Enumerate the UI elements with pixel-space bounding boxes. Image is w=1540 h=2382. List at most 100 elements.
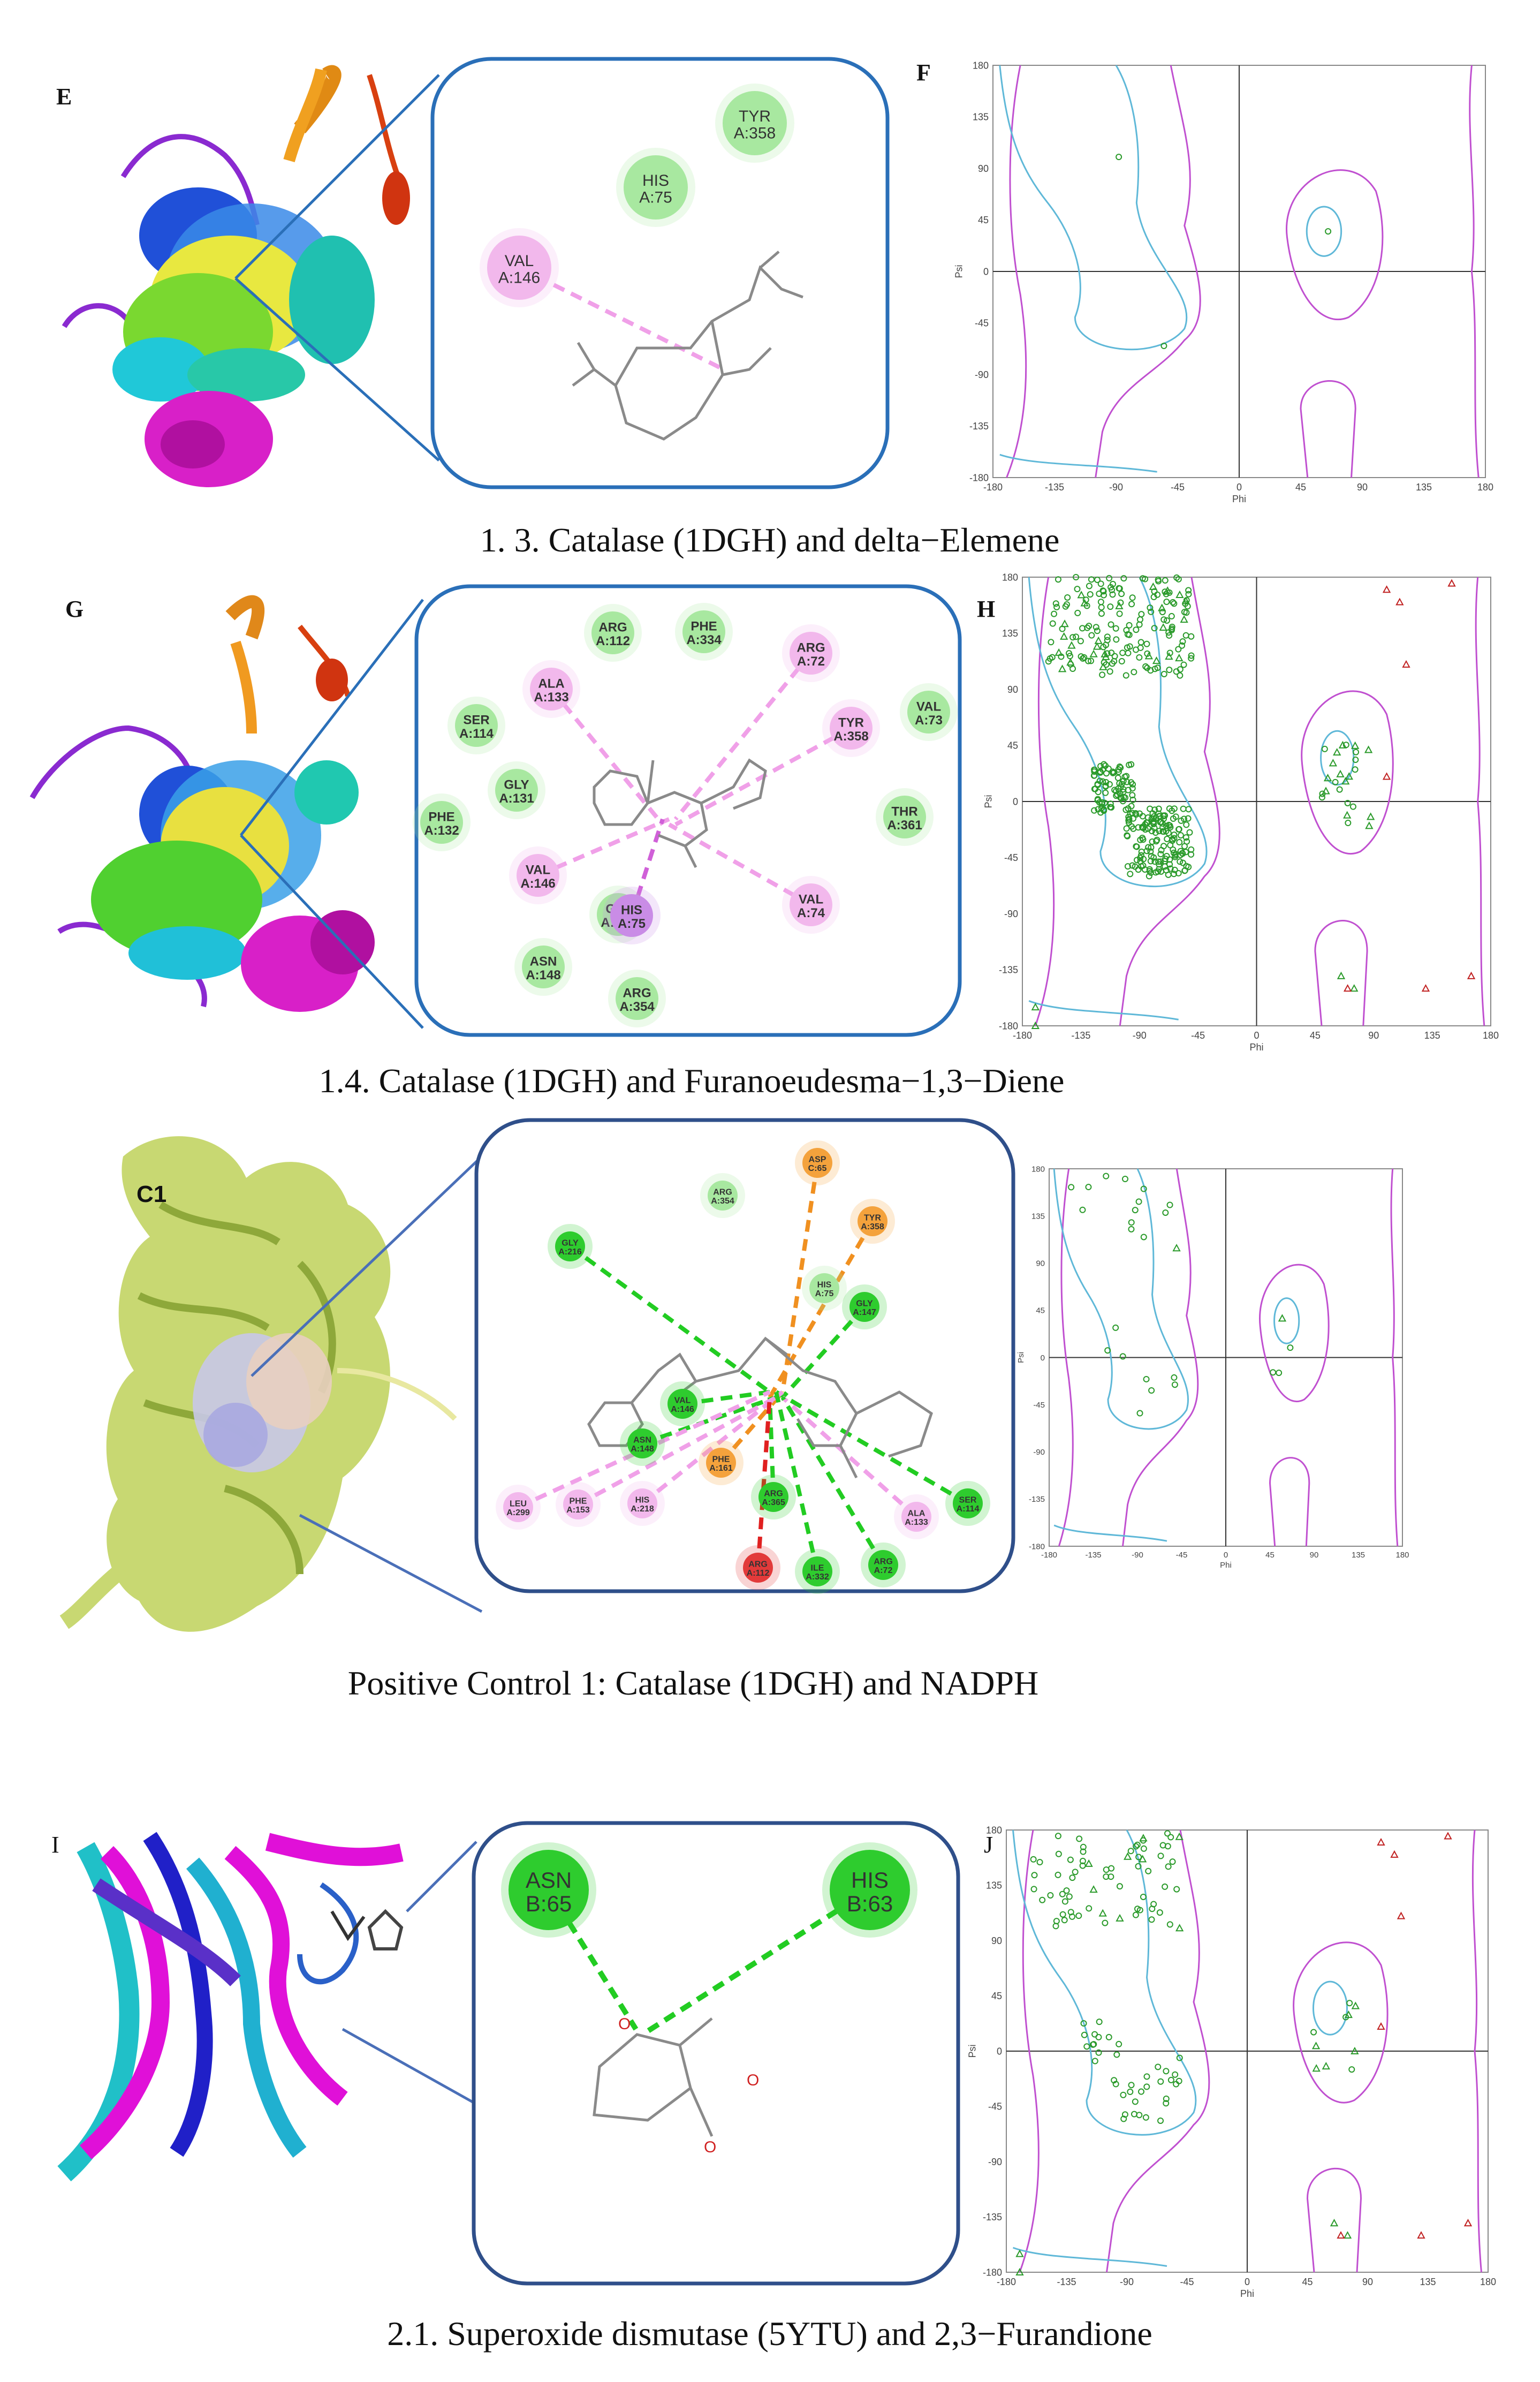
x-tick-label: 45 <box>1265 1551 1275 1560</box>
y-tick-label: -180 <box>969 472 989 483</box>
x-axis-label: Phi <box>1220 1561 1232 1570</box>
x-tick-label: 180 <box>1480 2277 1496 2287</box>
residue-point <box>1112 1324 1119 1331</box>
residue-point <box>1143 2083 1150 2090</box>
oxygen-atom-label: O <box>704 2138 716 2156</box>
y-tick-label: -90 <box>1033 1448 1045 1457</box>
residue-point <box>1336 786 1343 793</box>
residue-id: A:147 <box>853 1308 876 1317</box>
residue-point <box>1088 576 1095 583</box>
residue-point <box>1157 2078 1164 2085</box>
residue-point <box>1079 625 1086 632</box>
y-tick-label: 90 <box>991 1935 1002 1946</box>
residue-point <box>1107 800 1114 807</box>
x-tick-label: 180 <box>1477 482 1493 493</box>
glycine-point <box>1015 2249 1024 2257</box>
glycine-point <box>1343 2231 1352 2239</box>
residue-point <box>1171 1381 1178 1388</box>
residue-circle <box>517 854 559 897</box>
residue-point <box>1163 867 1170 874</box>
panel-label-h: H <box>977 596 995 622</box>
glycine-point <box>1312 2064 1321 2072</box>
residue-point <box>1055 1871 1061 1878</box>
residue-id: A:358 <box>833 729 868 744</box>
residue-point <box>1352 766 1359 773</box>
residue-point <box>1135 824 1142 831</box>
residue-point <box>1078 653 1084 660</box>
residue-point <box>1120 2115 1127 2122</box>
allowed-region-contour <box>1293 1941 1389 2104</box>
residue-point <box>1132 1207 1139 1214</box>
outlier-point <box>1467 971 1476 979</box>
residue-point <box>1099 778 1106 785</box>
residue-name: ARG <box>748 1560 768 1569</box>
residue-point <box>1348 2066 1355 2073</box>
y-tick-label: -135 <box>999 965 1018 976</box>
glycine-point <box>1175 590 1184 598</box>
y-tick-label: 45 <box>991 1991 1002 2001</box>
residue-point <box>1135 1863 1142 1870</box>
residue-circle <box>830 1850 910 1930</box>
residue-circle <box>522 946 565 988</box>
panel-label-e: E <box>56 84 72 110</box>
residue-point <box>1113 636 1120 643</box>
residue-point <box>1091 2031 1098 2038</box>
residue-name: ASN <box>633 1435 651 1445</box>
residue-name: GLY <box>562 1238 579 1247</box>
glycine-point <box>1175 1832 1184 1840</box>
x-tick-label: -45 <box>1180 2277 1194 2287</box>
residue-point <box>1159 823 1166 830</box>
residue-point <box>1155 805 1162 812</box>
residue-point <box>1166 632 1173 639</box>
residue-point <box>1053 603 1060 610</box>
residue-point <box>1138 848 1145 855</box>
y-tick-label: 135 <box>1031 1212 1045 1221</box>
residue-point <box>1171 600 1178 607</box>
residue-point <box>1099 671 1106 678</box>
residue-point <box>1101 761 1107 768</box>
residue-point <box>1074 609 1081 616</box>
residue-point <box>1096 799 1103 806</box>
allowed-region-contour <box>1471 1829 1482 2273</box>
residue-point <box>1072 1869 1079 1876</box>
residue-name: THR <box>891 805 917 819</box>
residue-point <box>1067 1909 1074 1916</box>
residue-point <box>1098 610 1105 617</box>
outlier-point <box>1377 1837 1385 1846</box>
glycine-point <box>1333 748 1341 756</box>
interaction-line <box>641 1390 784 1506</box>
residue-point <box>1137 836 1144 843</box>
residue-point <box>1116 763 1123 770</box>
residue-point <box>1091 807 1098 814</box>
residue-name: ARG <box>713 1188 732 1197</box>
residue-point <box>1061 1898 1068 1905</box>
residue-point <box>1069 666 1076 672</box>
zoom-line <box>234 277 440 462</box>
core-region-contour <box>1306 206 1342 257</box>
residue-point <box>1183 609 1190 616</box>
residue-circle <box>495 769 538 812</box>
residue-point <box>1140 836 1147 843</box>
y-tick-label: 135 <box>973 112 989 123</box>
residue-name: ILE <box>811 1563 824 1572</box>
residue-point <box>1155 858 1162 865</box>
glycine-point <box>1351 2046 1359 2055</box>
residue-point <box>1148 1916 1155 1923</box>
residue-name: ARG <box>623 986 651 1001</box>
residue-point <box>1164 1830 1171 1837</box>
residue-point <box>1094 796 1101 803</box>
residue-circle <box>802 1148 832 1178</box>
glycine-point <box>1077 591 1086 599</box>
residue-point <box>1117 790 1124 797</box>
x-tick-label: 135 <box>1352 1551 1365 1560</box>
